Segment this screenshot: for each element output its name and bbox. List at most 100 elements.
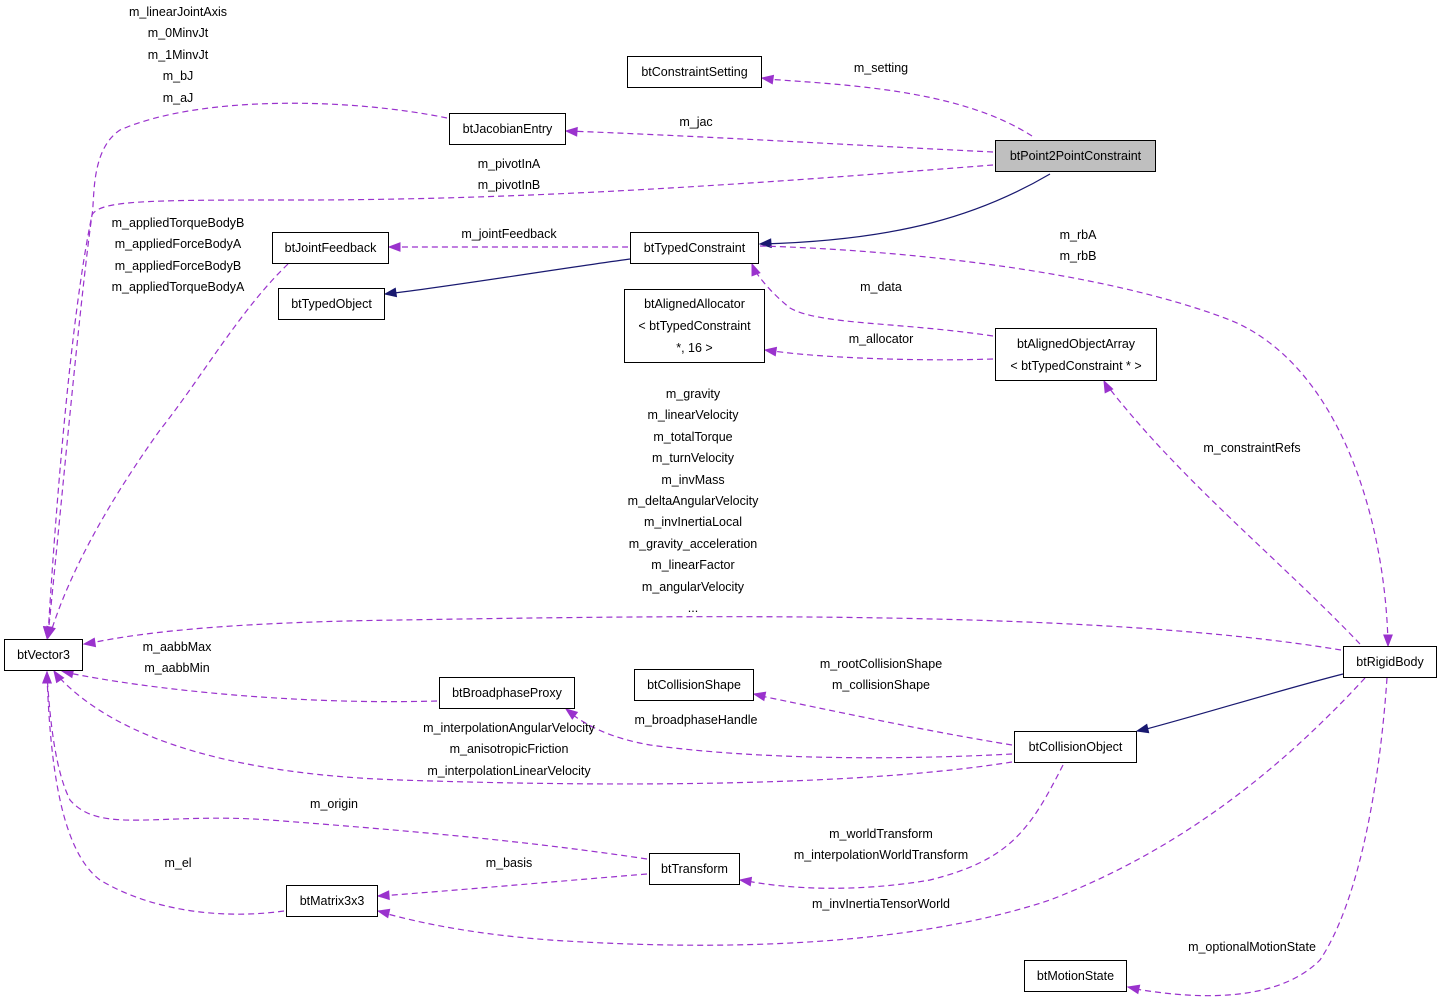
- node-btRigidBody[interactable]: btRigidBody: [1343, 646, 1437, 678]
- edge-label-line: m_linearJointAxis: [129, 5, 227, 19]
- edge-label-line: m_aabbMax: [142, 640, 212, 654]
- edge-label-line: m_pivotInA: [477, 157, 541, 171]
- arrowhead-btCollisionObject-to-btCollisionShape: [752, 691, 767, 702]
- edge-label-data: m_data: [860, 277, 902, 298]
- arrowhead-btPoint2PointConstraint-to-btJacobianEntry: [564, 126, 578, 137]
- arrowhead-btRigidBody-to-btCollisionObject: [1135, 723, 1150, 734]
- node-line: btTransform: [661, 862, 728, 876]
- edge-label-line: m_interpolationLinearVelocity: [427, 763, 591, 778]
- edge-label-line: m_linearFactor: [651, 558, 735, 573]
- edge-label-line: m_gravity_acceleration: [628, 536, 758, 551]
- arrowhead-btMatrix3x3-to-btVector3: [42, 670, 52, 684]
- arrowhead-btTypedConstraint-to-btRigidBody: [1383, 634, 1393, 648]
- edge-label-basis: m_basis: [486, 853, 533, 874]
- edge-label-pivots: m_pivotInA m_pivotInB: [478, 154, 541, 197]
- edge-btBroadphaseProxy-to-btVector3: [63, 671, 438, 703]
- node-btAlignedObjectArray[interactable]: btAlignedObjectArray < btTypedConstraint …: [995, 328, 1157, 381]
- arrowhead-btRigidBody-to-btMotionState: [1126, 984, 1141, 995]
- edge-label-line: m_bJ: [162, 69, 194, 84]
- edge-btTypedConstraint-to-btRigidBody: [759, 245, 1389, 644]
- node-line: btJointFeedback: [284, 241, 377, 255]
- edge-label-line: m_invMass: [661, 472, 725, 487]
- edge-btCollisionObject-to-btBroadphaseProxy: [567, 710, 1013, 759]
- node-btCollisionShape[interactable]: btCollisionShape: [634, 669, 754, 701]
- node-line: btPoint2PointConstraint: [1009, 149, 1142, 163]
- node-line: btCollisionShape: [647, 678, 741, 692]
- node-btPoint2PointConstraint[interactable]: btPoint2PointConstraint: [995, 140, 1156, 172]
- edge-label-line: m_1MinvJt: [147, 47, 209, 62]
- edge-btPoint2PointConstraint-to-btJacobianEntry: [567, 130, 994, 153]
- edge-label-line: m_origin: [310, 797, 358, 811]
- edge-label-line: m_linearVelocity: [647, 408, 739, 423]
- edge-label-line: m_turnVelocity: [652, 451, 734, 466]
- node-line: < btTypedConstraint: [638, 319, 751, 333]
- edge-label-line: m_pivotInB: [477, 178, 541, 193]
- edge-label-line: m_appliedForceBodyA: [114, 237, 242, 252]
- node-btJointFeedback[interactable]: btJointFeedback: [272, 232, 389, 264]
- arrowhead-btPoint2PointConstraint-to-btConstraintSetting: [760, 74, 775, 85]
- edge-label-line: m_invInertiaTensorWorld: [811, 897, 951, 911]
- arrowhead-btTransform-to-btMatrix3x3: [376, 890, 390, 901]
- node-btTypedObject[interactable]: btTypedObject: [278, 288, 385, 320]
- edge-btTransform-to-btVector3: [46, 674, 648, 860]
- edge-label-joint_feedback: m_jointFeedback: [461, 224, 556, 245]
- node-line: btRigidBody: [1356, 655, 1424, 669]
- node-btBroadphaseProxy[interactable]: btBroadphaseProxy: [439, 677, 575, 709]
- edge-label-line: m_deltaAngularVelocity: [627, 494, 759, 509]
- node-btMotionState[interactable]: btMotionState: [1024, 960, 1127, 992]
- edge-btRigidBody-to-btMotionState: [1129, 677, 1388, 997]
- edge-label-line: m_basis: [485, 856, 533, 870]
- arrowhead-btTypedConstraint-to-btTypedObject: [383, 287, 398, 298]
- edge-btCollisionObject-to-btVector3: [55, 673, 1013, 785]
- arrowhead-btCollisionObject-to-btVector3: [53, 669, 65, 684]
- edge-btJointFeedback-to-btVector3: [49, 263, 289, 636]
- node-btTypedConstraint[interactable]: btTypedConstraint: [630, 232, 759, 264]
- edge-label-line: m_collisionShape: [832, 678, 930, 693]
- node-line: btConstraintSetting: [641, 65, 748, 79]
- edge-label-line: m_angularVelocity: [641, 579, 745, 594]
- arrowhead-btJointFeedback-to-btVector3: [46, 625, 56, 640]
- node-btCollisionObject[interactable]: btCollisionObject: [1014, 731, 1137, 763]
- edge-label-line: m_rbA: [1059, 228, 1097, 242]
- arrowhead-btCollisionObject-to-btBroadphaseProxy: [564, 708, 579, 720]
- node-btMatrix3x3[interactable]: btMatrix3x3: [286, 885, 378, 917]
- edge-label-line: m_rootCollisionShape: [819, 657, 943, 671]
- arrowhead-btRigidBody-to-btAlignedObjectArray: [1103, 379, 1114, 394]
- edge-label-line: m_constraintRefs: [1203, 441, 1301, 455]
- edge-btRigidBody-to-btAlignedObjectArray: [1105, 383, 1361, 645]
- edge-label-line: m_jointFeedback: [461, 227, 557, 241]
- edge-label-line: m_data: [860, 280, 902, 294]
- node-btTransform[interactable]: btTransform: [649, 853, 740, 885]
- edge-label-el: m_el: [164, 853, 191, 874]
- edge-label-line: m_optionalMotionState: [1188, 940, 1316, 954]
- node-line: < btTypedConstraint * >: [1010, 358, 1142, 373]
- node-line: btAlignedObjectArray: [1016, 336, 1136, 351]
- edge-label-line: m_aabbMin: [144, 661, 210, 676]
- node-line: btCollisionObject: [1028, 740, 1123, 754]
- arrowhead-btAlignedObjectArray-to-btTypedConstraint: [751, 262, 761, 277]
- node-btAlignedAllocator[interactable]: btAlignedAllocator< btTypedConstraint*, …: [624, 289, 765, 363]
- edge-btMatrix3x3-to-btVector3: [46, 674, 285, 915]
- node-btConstraintSetting[interactable]: btConstraintSetting: [627, 56, 762, 88]
- edge-btAlignedObjectArray-to-btTypedConstraint: [752, 266, 994, 337]
- node-btJacobianEntry[interactable]: btJacobianEntry: [449, 113, 566, 145]
- edge-label-line: m_appliedTorqueBodyB: [111, 216, 245, 230]
- edge-btPoint2PointConstraint-to-btVector3-pivots: [47, 164, 994, 636]
- edge-label-line: m_worldTransform: [829, 827, 933, 841]
- edge-label-allocator: m_allocator: [849, 329, 914, 350]
- node-btVector3[interactable]: btVector3: [4, 639, 83, 671]
- node-line: btMatrix3x3: [299, 894, 365, 908]
- arrowhead-btRigidBody-to-btVector3: [82, 637, 97, 648]
- edge-btPoint2PointConstraint-to-btTypedConstraint: [761, 173, 1051, 245]
- arrowhead-btCollisionObject-to-btTransform: [738, 876, 753, 887]
- node-line: btAlignedAllocator: [644, 297, 745, 311]
- edge-label-collision_shape: m_rootCollisionShape m_collisionShape: [820, 654, 942, 697]
- edge-btCollisionObject-to-btTransform: [741, 764, 1064, 889]
- edge-btJacobianEntry-to-btVector3: [47, 102, 448, 636]
- edge-btTransform-to-btMatrix3x3: [379, 873, 648, 897]
- node-line: btTypedConstraint: [643, 241, 746, 255]
